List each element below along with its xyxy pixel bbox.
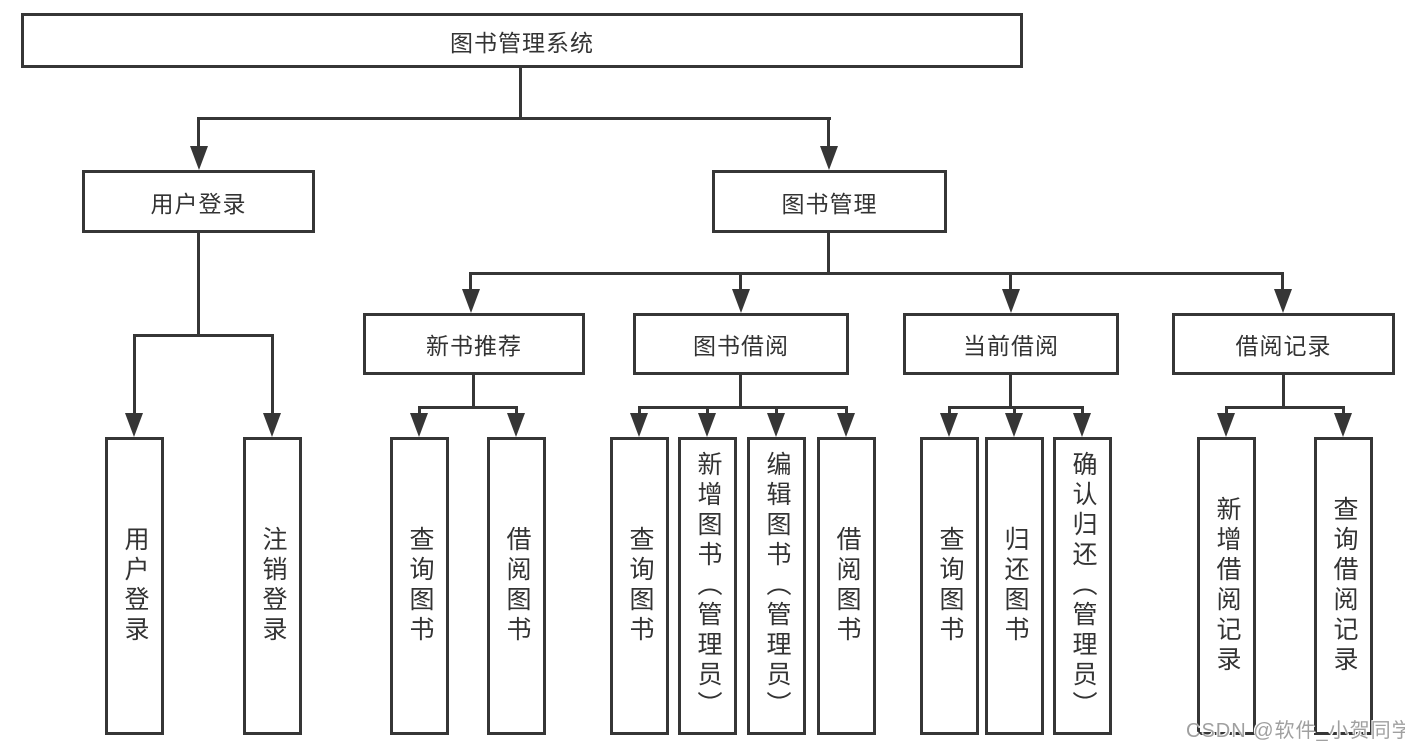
leaf-add-borrow-record: 新增借阅记录 [1197,437,1256,735]
node-current-borrowing-label: 当前借阅 [963,333,1059,359]
leaf-query-books-borrowing: 查询图书 [610,437,669,735]
leaf-edit-books-admin: 编辑图书（管理员） [747,437,806,735]
leaf-borrow-books-borrowing-label: 借阅图书 [833,526,861,646]
connector-book-borrow-drop [739,272,742,292]
connector-book-borrow-stem [739,375,742,408]
connector-borrow-records-stem [1282,375,1285,408]
node-root: 图书管理系统 [21,13,1023,68]
connector-book-mgmt-stem [827,233,830,275]
leaf-edit-books-admin-label: 编辑图书（管理员） [763,451,791,721]
arrowhead-leaf-query-books-recommend [410,413,428,437]
arrowhead-book-mgmt [820,146,838,170]
connector-book-borrow-hline [638,406,848,409]
arrowhead-leaf-add-books-admin [698,413,716,437]
arrowhead-leaf-query-books-current [940,413,958,437]
leaf-query-borrow-record-label: 查询借阅记录 [1330,496,1358,676]
node-book-borrowing: 图书借阅 [633,313,849,375]
connector-new-book-stem [472,375,475,408]
arrowhead-leaf-query-books-borrowing [630,413,648,437]
arrowhead-leaf-user-login [125,413,143,437]
leaf-return-books: 归还图书 [985,437,1044,735]
connector-new-book-hline [418,406,518,409]
arrowhead-current-borrow [1002,289,1020,313]
arrowhead-leaf-edit-books-admin [767,413,785,437]
leaf-add-books-admin: 新增图书（管理员） [678,437,737,735]
connector-new-book-drop [469,272,472,292]
leaf-user-login-label: 用户登录 [121,526,149,646]
connector-borrow-records-drop [1281,272,1284,292]
connector-leaf-drop [1225,406,1228,416]
leaf-logout: 注销登录 [243,437,302,735]
leaf-add-books-admin-label: 新增图书（管理员） [694,451,722,721]
connector-leaf-drop [515,406,518,416]
connector-user-login-stem [197,233,200,337]
leaf-logout-label: 注销登录 [259,526,287,646]
connector-leaf-drop [845,406,848,416]
leaf-query-borrow-record: 查询借阅记录 [1314,437,1373,735]
connector-book-mgmt-drop [827,117,830,149]
leaf-query-books-recommend-label: 查询图书 [406,526,434,646]
connector-leaf-drop [1342,406,1345,416]
node-new-book-recommend-label: 新书推荐 [426,333,522,359]
arrowhead-leaf-logout [263,413,281,437]
connector-current-borrow-hline [948,406,1084,409]
leaf-user-login: 用户登录 [105,437,164,735]
arrowhead-leaf-borrow-books-borrowing [837,413,855,437]
connector-leaf-user-login-drop [133,334,136,416]
leaf-query-books-current-label: 查询图书 [936,526,964,646]
connector-book-mgmt-hline [470,272,1284,275]
arrowhead-leaf-borrow-books-recommend [507,413,525,437]
leaf-borrow-books-borrowing: 借阅图书 [817,437,876,735]
arrowhead-book-borrow [732,289,750,313]
node-user-login: 用户登录 [82,170,315,233]
connector-root-stem [519,68,522,118]
leaf-query-books-borrowing-label: 查询图书 [626,526,654,646]
connector-current-borrow-drop [1009,272,1012,292]
connector-user-login-drop [197,117,200,149]
arrowhead-borrow-records [1274,289,1292,313]
leaf-borrow-books-recommend-label: 借阅图书 [503,526,531,646]
connector-leaf-drop [1013,406,1016,416]
node-root-label: 图书管理系统 [450,29,594,56]
node-book-borrowing-label: 图书借阅 [693,333,789,359]
connector-leaf-drop [418,406,421,416]
connector-leaf-logout-drop [271,334,274,416]
leaf-query-books-current: 查询图书 [920,437,979,735]
leaf-confirm-return-admin-label: 确认归还（管理员） [1069,451,1097,721]
leaf-confirm-return-admin: 确认归还（管理员） [1053,437,1112,735]
connector-leaf-drop [706,406,709,416]
leaf-add-borrow-record-label: 新增借阅记录 [1213,496,1241,676]
leaf-borrow-books-recommend: 借阅图书 [487,437,546,735]
connector-current-borrow-stem [1009,375,1012,408]
node-book-management: 图书管理 [712,170,947,233]
connector-leaf-drop [1081,406,1084,416]
connector-leaf-drop [948,406,951,416]
node-borrowing-records-label: 借阅记录 [1235,333,1332,359]
connector-leaf-drop [775,406,778,416]
node-new-book-recommend: 新书推荐 [363,313,585,375]
arrowhead-new-book [462,289,480,313]
arrowhead-leaf-add-borrow-record [1217,413,1235,437]
leaf-return-books-label: 归还图书 [1001,526,1029,646]
arrowhead-leaf-return-books [1005,413,1023,437]
node-book-management-label: 图书管理 [781,190,878,217]
arrowhead-leaf-confirm-return-admin [1073,413,1091,437]
arrowhead-leaf-query-borrow-record [1334,413,1352,437]
node-user-login-label: 用户登录 [150,190,247,217]
connector-user-login-hline [133,334,274,337]
node-borrowing-records: 借阅记录 [1172,313,1395,375]
arrowhead-user-login [190,146,208,170]
leaf-query-books-recommend: 查询图书 [390,437,449,735]
connector-leaf-drop [638,406,641,416]
csdn-watermark: CSDN @软件_小贺同学 [1186,720,1405,742]
connector-root-hline [197,117,831,120]
node-current-borrowing: 当前借阅 [903,313,1119,375]
connector-borrow-records-hline [1225,406,1345,409]
